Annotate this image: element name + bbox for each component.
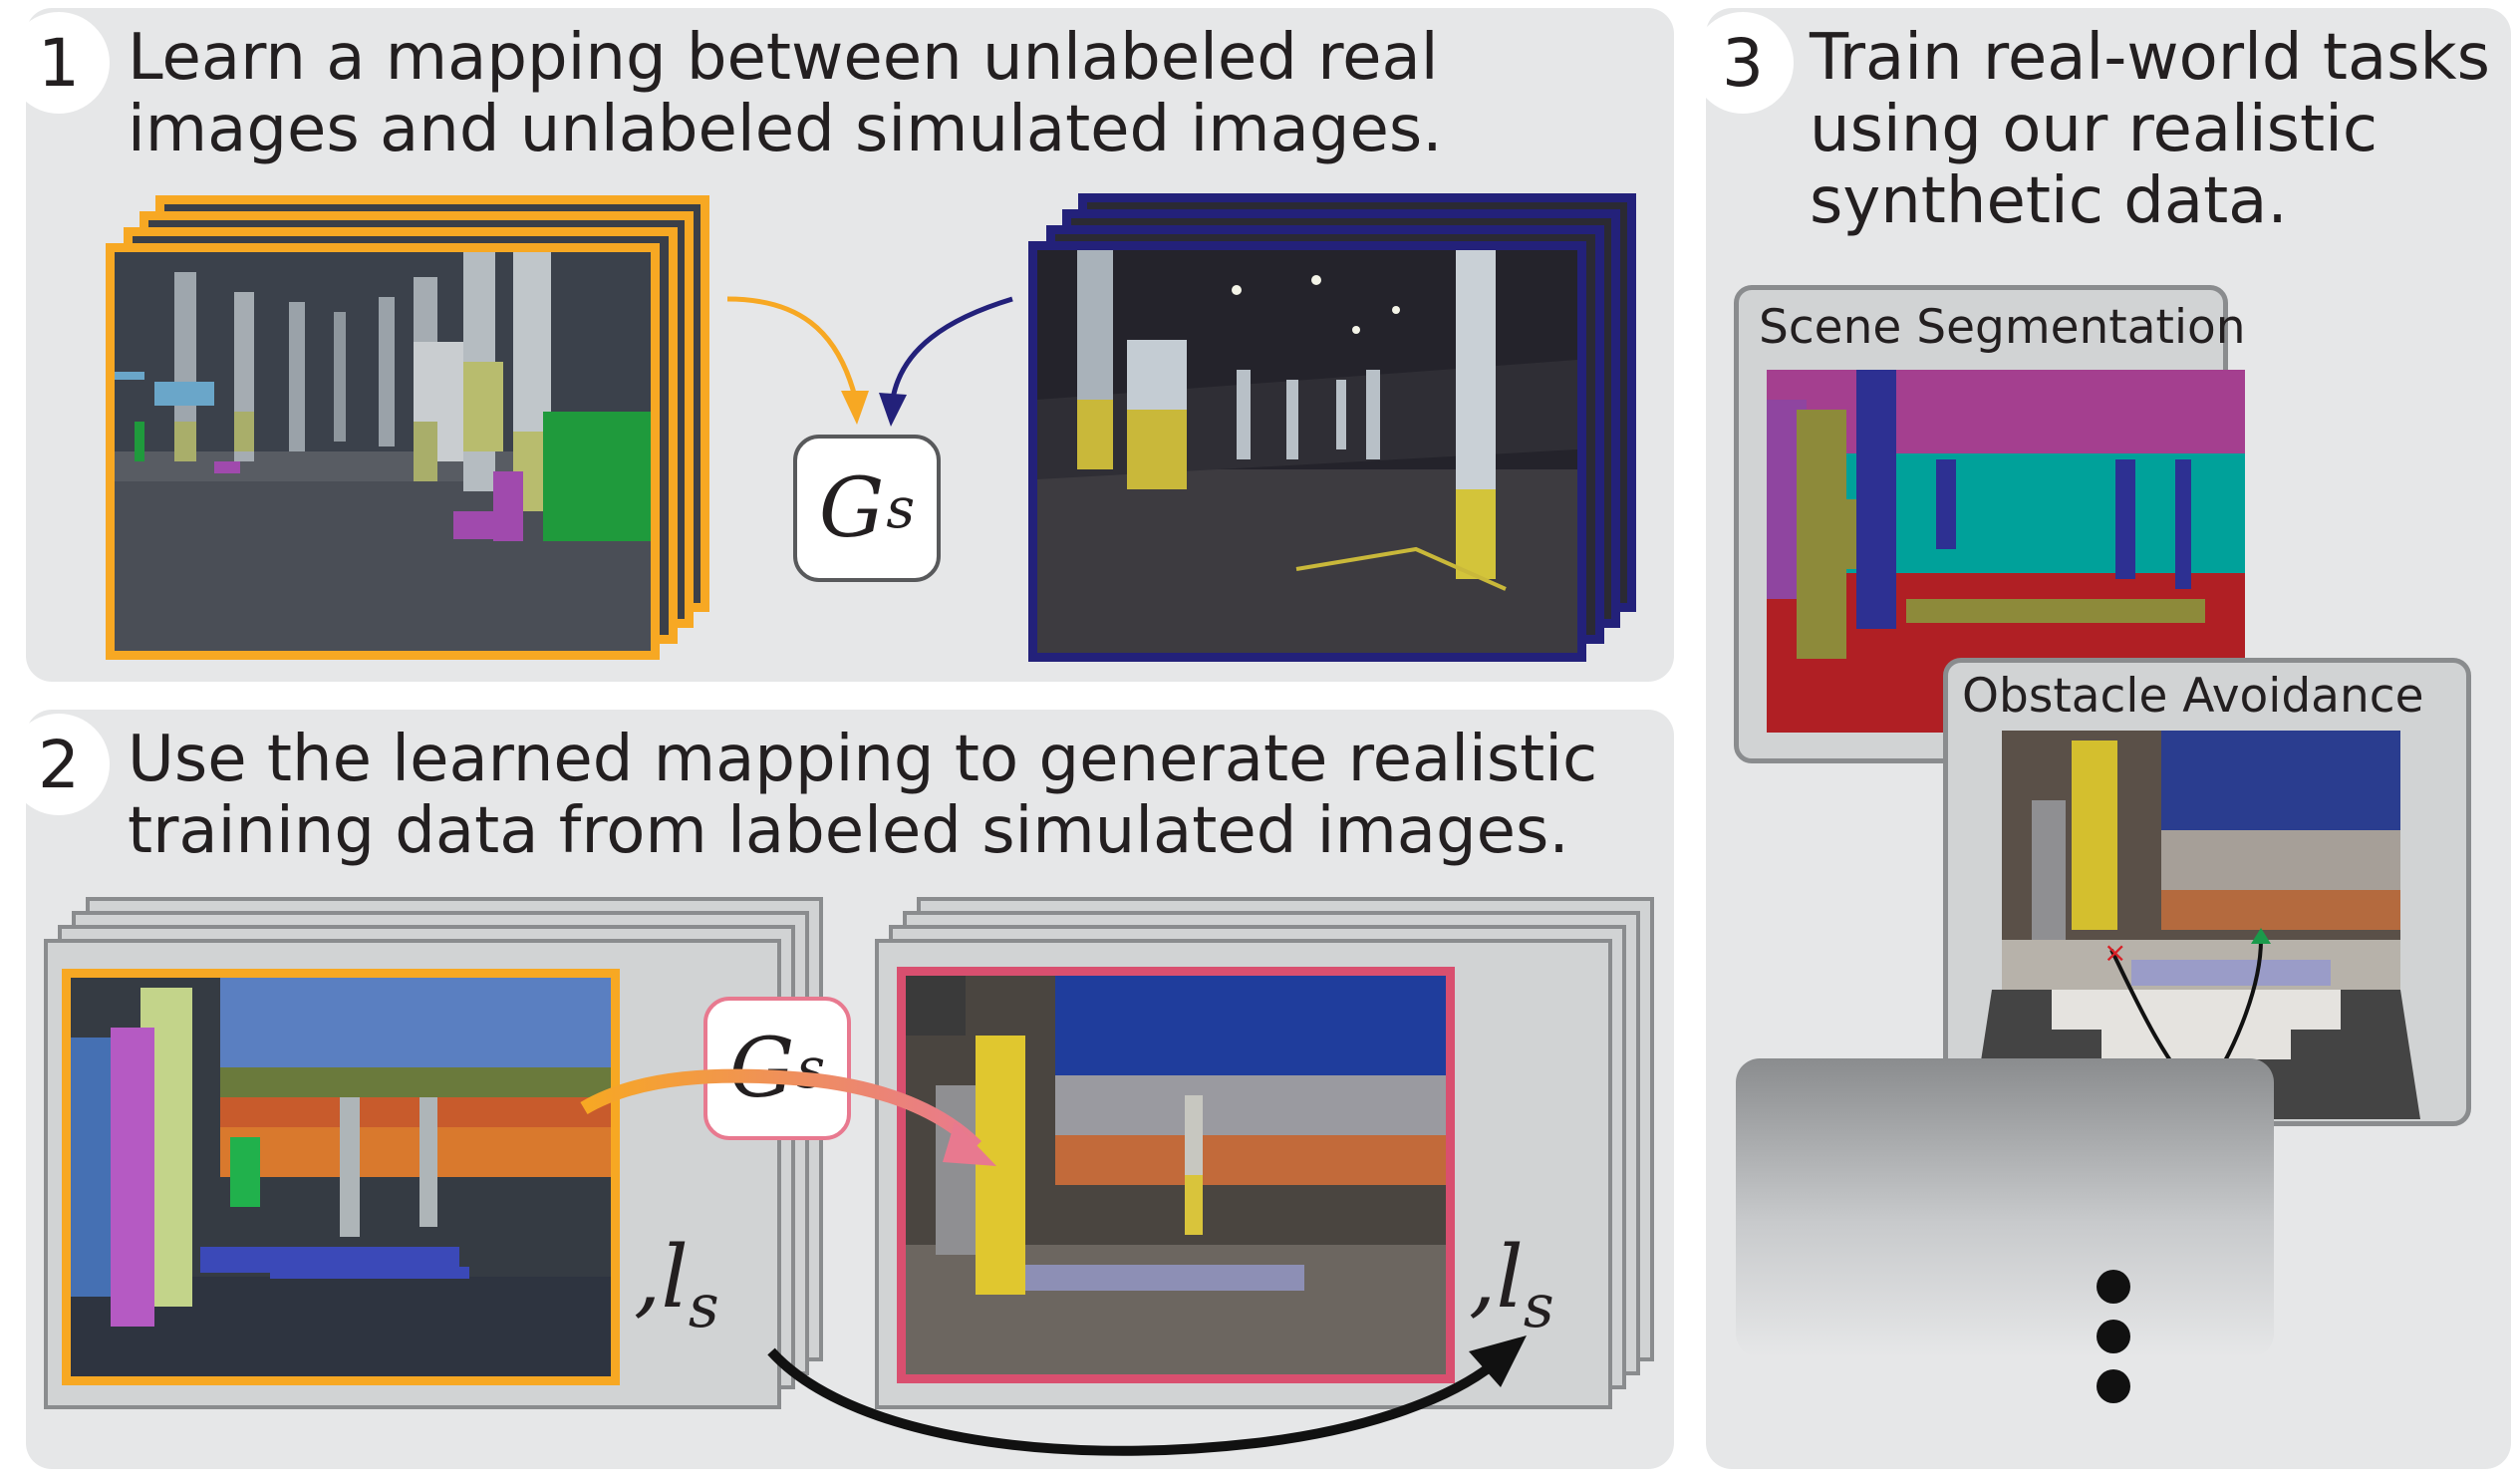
label-prefix-right: , xyxy=(1469,1228,1497,1328)
svg-text:×: × xyxy=(2103,936,2126,969)
step-3-heading-line3: synthetic data. xyxy=(1810,164,2288,238)
more-dot-1 xyxy=(2097,1270,2130,1304)
generator-subscript: s xyxy=(886,475,916,541)
real-image-unlabeled xyxy=(1028,241,1586,662)
generator-symbol-2: G xyxy=(728,1021,795,1116)
label-ls-left: ,ls xyxy=(634,1228,719,1341)
real-warehouse-scene xyxy=(1037,250,1577,653)
label-symbol-left: l xyxy=(661,1228,689,1328)
scene-segmentation-title: Scene Segmentation xyxy=(1759,300,2246,355)
step-1-heading-line1: Learn a mapping between unlabeled real xyxy=(128,21,1439,95)
obstacle-avoidance-view: × xyxy=(1972,731,2420,1119)
step-number-2: 2 xyxy=(8,714,110,815)
generator-symbol: G xyxy=(818,460,885,556)
label-prefix-left: , xyxy=(634,1228,662,1328)
step-3-heading-line1: Train real-world tasks xyxy=(1810,21,2490,95)
simulated-warehouse-scene xyxy=(115,252,651,651)
label-ls-right: ,ls xyxy=(1469,1228,1554,1341)
labeled-sim-scene xyxy=(71,978,611,1376)
obstacle-avoidance-title: Obstacle Avoidance xyxy=(1962,669,2424,724)
simulated-image-unlabeled xyxy=(106,243,660,660)
labeled-simulated-image xyxy=(62,969,620,1385)
label-symbol-right: l xyxy=(1496,1228,1524,1328)
step-number-1: 1 xyxy=(8,12,110,114)
generated-realistic-image xyxy=(897,967,1455,1383)
label-subscript-left: s xyxy=(688,1272,719,1341)
label-subscript-right: s xyxy=(1523,1272,1554,1341)
step-number-3: 3 xyxy=(1692,12,1794,114)
generator-subscript-2: s xyxy=(796,1036,826,1101)
step-2-heading-line1: Use the learned mapping to generate real… xyxy=(128,723,1598,796)
generated-realistic-scene xyxy=(906,976,1446,1374)
step-1-heading-line2: images and unlabeled simulated images. xyxy=(128,93,1443,166)
step-2-heading-line2: training data from labeled simulated ima… xyxy=(128,794,1569,868)
more-dot-3 xyxy=(2097,1369,2130,1403)
step-3-heading-line2: using our realistic xyxy=(1810,93,2379,166)
obstacle-avoidance-card: Obstacle Avoidance × xyxy=(1943,658,2471,1126)
more-dot-2 xyxy=(2097,1320,2130,1353)
